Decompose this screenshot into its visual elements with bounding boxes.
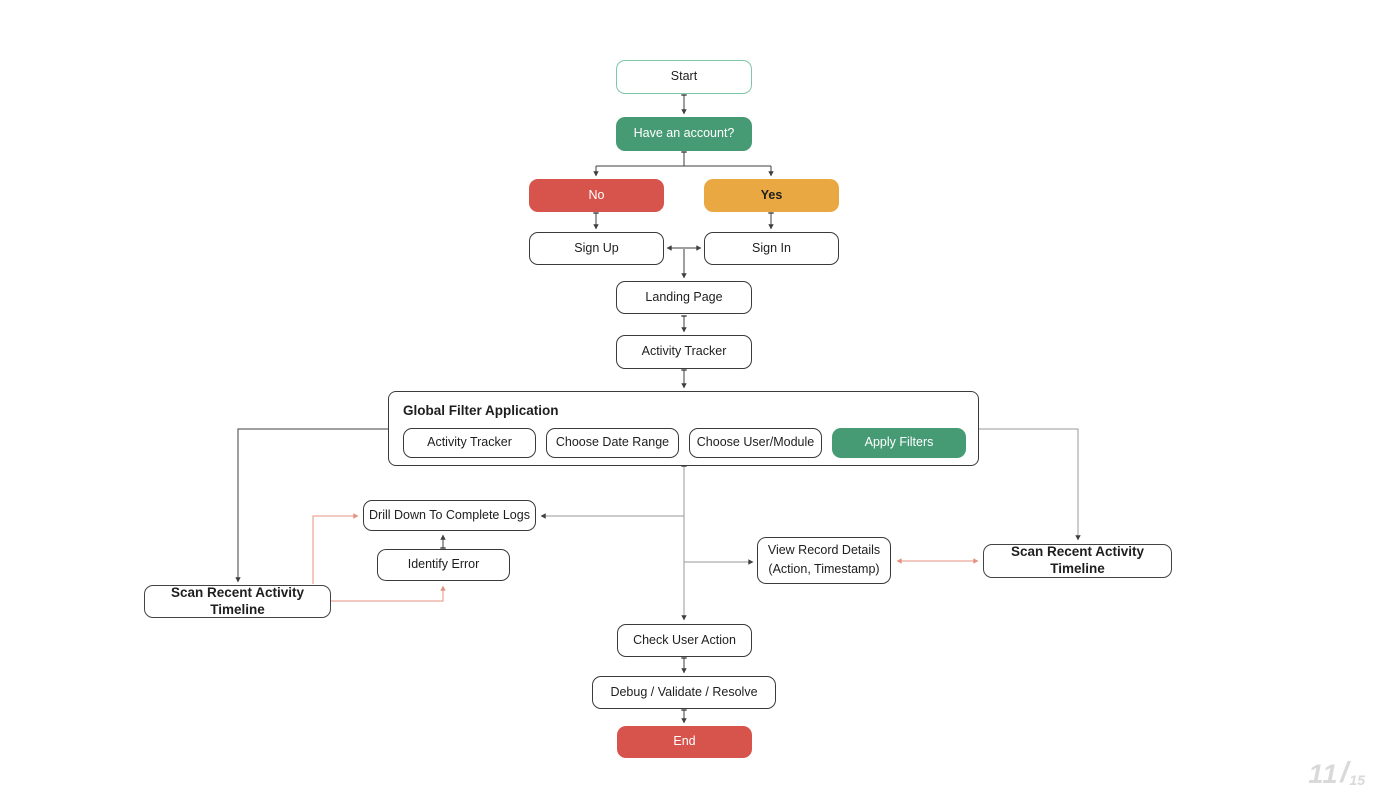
node-have-account: Have an account? (616, 117, 752, 151)
group-global-filter-application: Global Filter Application Activity Track… (388, 391, 979, 466)
node-debug-validate-resolve: Debug / Validate / Resolve (592, 676, 776, 709)
group-title: Global Filter Application (403, 403, 559, 418)
view-record-line1: View Record Details (767, 543, 881, 558)
page-indicator: 11 / 15 (1308, 759, 1365, 788)
node-view-record-details: View Record Details (Action, Timestamp) (757, 537, 891, 584)
node-check-user-action: Check User Action (617, 624, 752, 657)
node-landing-page: Landing Page (616, 281, 752, 314)
node-drill-down-logs: Drill Down To Complete Logs (363, 500, 536, 531)
page-total: 15 (1349, 772, 1365, 788)
node-sign-in: Sign In (704, 232, 839, 265)
node-identify-error: Identify Error (377, 549, 510, 581)
node-activity-tracker: Activity Tracker (616, 335, 752, 369)
node-scan-timeline-left: Scan Recent Activity Timeline (144, 585, 331, 618)
view-record-line2: (Action, Timestamp) (768, 562, 880, 576)
node-step-activity-tracker: Activity Tracker (403, 428, 536, 458)
page-current: 11 (1308, 759, 1339, 789)
page-separator: / (1340, 757, 1349, 789)
node-end: End (617, 726, 752, 758)
node-step-choose-user-module: Choose User/Module (689, 428, 822, 458)
node-step-choose-date-range: Choose Date Range (546, 428, 679, 458)
node-sign-up: Sign Up (529, 232, 664, 265)
node-step-apply-filters: Apply Filters (832, 428, 966, 458)
node-yes: Yes (704, 179, 839, 212)
node-scan-timeline-right: Scan Recent Activity Timeline (983, 544, 1172, 578)
node-start: Start (616, 60, 752, 94)
node-no: No (529, 179, 664, 212)
